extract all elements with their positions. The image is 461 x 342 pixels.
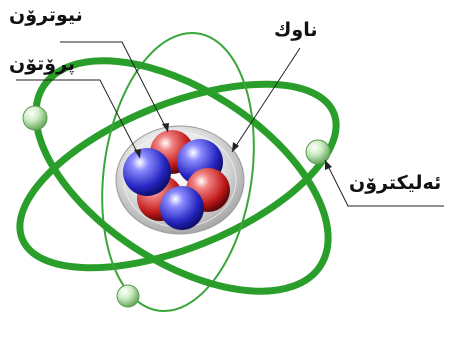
neutron-arrowhead: [162, 123, 169, 132]
orbit-ring-tilted: [32, 57, 332, 295]
electron-right: [305, 139, 331, 165]
neutron-label: نیوترۆن: [9, 4, 83, 26]
proton-particle: [123, 148, 171, 196]
neutron-pointer-line: [60, 41, 169, 133]
proton-arrowhead: [134, 149, 141, 158]
proton-label: پرۆتۆن: [9, 53, 76, 75]
electron-arrowhead: [325, 160, 332, 170]
nucleus-label: ناوك: [274, 19, 318, 41]
nucleus-pointer-line: [231, 47, 301, 153]
proton-pointer-line: [16, 79, 141, 159]
electron-left: [22, 105, 48, 131]
nucleus: [115, 125, 245, 235]
orbit-ring-vertical: [101, 31, 255, 313]
orbit-ring-wide: [16, 80, 340, 272]
electron-pointer-line: [324, 159, 444, 207]
electron-bottom: [116, 284, 140, 308]
leader-lines: [16, 41, 444, 207]
nucleus-arrowhead: [232, 142, 239, 152]
electron-label: ئەلیکترۆن: [349, 172, 442, 194]
proton-particle: [160, 186, 204, 230]
